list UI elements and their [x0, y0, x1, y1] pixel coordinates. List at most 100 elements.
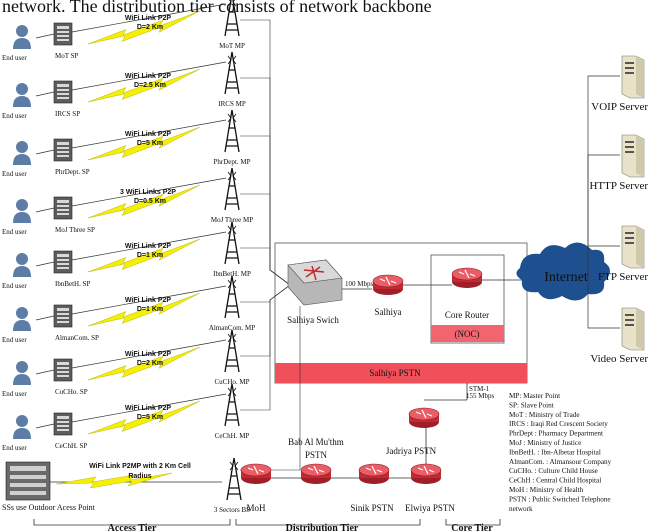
- master-point-label: MoT MP: [219, 42, 245, 50]
- slave-point-label: AlmanCom. SP: [55, 334, 99, 342]
- link-distance-label: D=2 Km: [137, 360, 163, 367]
- link-distance-label: D=1 Km: [137, 306, 163, 313]
- legend-item: IRCS : Iraqi Red Crescent Society: [509, 420, 608, 428]
- end-user-icon: [13, 415, 31, 439]
- noc-bar: [431, 325, 504, 342]
- end-user-label: End user: [2, 54, 27, 62]
- slave-point-cpe-icon: [53, 196, 73, 220]
- slave-point-label: CeChH. SP: [55, 442, 87, 450]
- stm1-line2: 155 Mbps: [466, 392, 494, 400]
- link-distance-label: D=5 Km: [137, 140, 163, 147]
- master-point-label: IRCS MP: [218, 100, 246, 108]
- legend-item: CeChH : Central Child Hospital: [509, 477, 601, 485]
- salhiya-pstn-bar: [275, 363, 527, 383]
- p2mp-row: WiFi Link P2MP with 2 Km Cell Radius SSs…: [2, 457, 250, 514]
- noc-label: (NOC): [455, 329, 480, 339]
- end-user-icon: [13, 199, 31, 223]
- jadriya-label: Jadriya PSTN: [386, 446, 437, 456]
- legend-item: SP: Slave Point: [509, 401, 554, 409]
- internet-label: Internet: [544, 270, 588, 285]
- legend-item: PSTN : Public Switched Telephone: [509, 495, 611, 503]
- legend-item: PhrDept : Pharmacy Department: [509, 430, 603, 438]
- distribution-tier-label: Distribution Tier: [286, 523, 359, 532]
- master-point-label: MoJ Three MP: [211, 216, 253, 224]
- salhiya-pstn-label: Salhiya PSTN: [369, 368, 421, 378]
- bab-router-icon: [300, 463, 332, 485]
- link-distance-label: D=0.5 Km: [134, 198, 166, 205]
- access-tier-label: Access Tier: [108, 523, 157, 532]
- moh-router-icon: [240, 463, 272, 485]
- server-icon: [621, 134, 645, 178]
- link-type-label: WiFi Link P2P: [125, 15, 172, 22]
- slave-point-label: MoJ Three SP: [55, 226, 95, 234]
- speed-100-label: 100 Mbps: [345, 280, 373, 288]
- salhiya-switch: Salhiya Swich: [287, 259, 343, 325]
- sinik-router-icon: [358, 463, 390, 485]
- end-user-icon: [13, 83, 31, 107]
- end-user-label: End user: [2, 336, 27, 344]
- core-tier-label: Core Tier: [451, 523, 493, 532]
- jadriya-router-icon: [408, 407, 440, 429]
- bab-label-1: Bab Al Mu'thm: [288, 437, 344, 447]
- link-type-label: WiFi Link P2P: [125, 405, 172, 412]
- end-user-icon: [13, 25, 31, 49]
- three-sectors-label: 3 Sectors BS: [214, 506, 250, 514]
- end-user-label: End user: [2, 112, 27, 120]
- master-point-label: CeChH. MP: [215, 432, 250, 440]
- server-label: VOIP Server: [591, 101, 648, 113]
- slave-point-label: IRCS SP: [55, 110, 80, 118]
- slave-point-label: PhrDept. SP: [55, 168, 90, 176]
- legend-item: MoT : Ministry of Trade: [509, 411, 580, 419]
- link-distance-label: D=2 Km: [137, 24, 163, 31]
- link-type-label: WiFi Link P2P: [125, 73, 172, 80]
- link-distance-label: D=2.5 Km: [134, 82, 166, 89]
- master-point-tower-icon: [224, 109, 240, 153]
- end-user-icon: [13, 141, 31, 165]
- server-label: Video Server: [590, 353, 648, 365]
- server-label: HTTP Server: [589, 180, 648, 192]
- base-station-tower-icon: [226, 457, 242, 501]
- p2mp-line2: Radius: [128, 473, 151, 480]
- end-user-label: End user: [2, 282, 27, 290]
- slave-point-label: MoT SP: [55, 52, 79, 60]
- link-type-label: 3 WiFi Links P2P: [120, 189, 176, 196]
- end-user-icon: [13, 253, 31, 277]
- server-icon: [621, 55, 645, 99]
- master-point-tower-icon: [224, 167, 240, 211]
- slave-point-cpe-icon: [53, 138, 73, 162]
- slave-point-cpe-icon: [53, 304, 73, 328]
- salhiya-switch-label: Salhiya Swich: [287, 315, 339, 325]
- link-type-label: WiFi Link P2P: [125, 243, 172, 250]
- end-user-icon: [13, 361, 31, 385]
- core-router-label: Core Router: [445, 310, 489, 320]
- end-user-icon: [13, 307, 31, 331]
- header-text: network. The distribution tier consists …: [2, 0, 432, 16]
- server-icon: [621, 225, 645, 269]
- stm1-line1: STM-1: [469, 385, 490, 393]
- sinik-label: Sinik PSTN: [350, 503, 394, 513]
- elwiya-router-icon: [410, 463, 442, 485]
- slave-point-cpe-icon: [53, 250, 73, 274]
- internet-cloud-icon: Internet: [516, 242, 610, 301]
- end-user-label: End user: [2, 170, 27, 178]
- server-label: FTP Server: [598, 271, 648, 283]
- legend-item: MoJ : Ministry of Justice: [509, 439, 581, 447]
- server-icon: [621, 307, 645, 351]
- end-user-label: End user: [2, 390, 27, 398]
- master-point-tower-icon: [224, 51, 240, 95]
- link-type-label: WiFi Link P2P: [125, 297, 172, 304]
- elwiya-label: Elwiya PSTN: [405, 503, 455, 513]
- master-point-tower-icon: [224, 221, 240, 265]
- master-point-tower-icon: [224, 275, 240, 319]
- slave-point-label: CuCHo. SP: [55, 388, 88, 396]
- slave-point-cpe-icon: [53, 412, 73, 436]
- slave-point-cpe-icon: [53, 80, 73, 104]
